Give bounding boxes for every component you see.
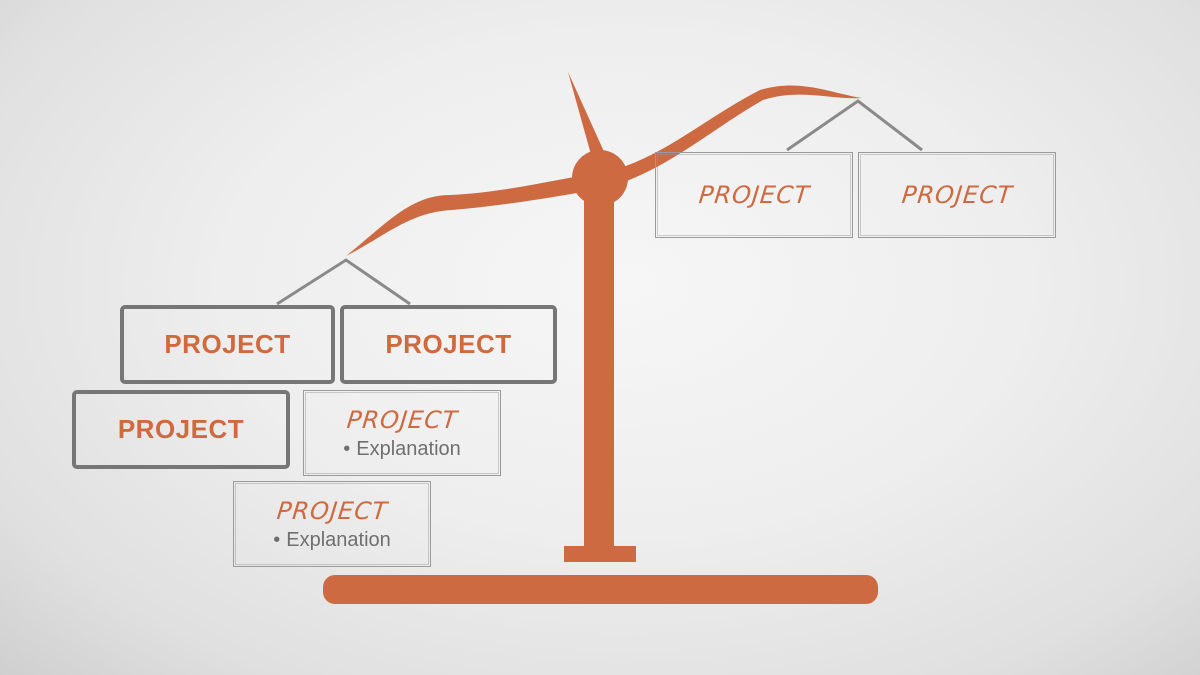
project-box-left-mid-2: PROJECT •Explanation [303,390,501,476]
scale-pointer [568,72,606,158]
right-hanger-strings [786,99,923,152]
project-box-right-1: PROJECT [655,152,853,238]
project-box-right-2: PROJECT [858,152,1056,238]
project-box-left-top-1: PROJECT [120,305,335,384]
project-label: PROJECT [345,405,459,434]
project-label: PROJECT [697,181,811,209]
scale-pillar-foot [564,546,636,562]
project-box-left-top-2: PROJECT [340,305,557,384]
project-label: PROJECT [900,181,1014,209]
project-label: PROJECT [117,414,245,444]
project-explanation: •Explanation [273,528,391,551]
scale-base [323,575,878,604]
project-label: PROJECT [164,329,291,359]
scale-pillar [584,185,614,555]
project-label: PROJECT [275,496,389,525]
project-box-left-mid-1: PROJECT [72,390,290,469]
left-hanger-strings [276,258,411,306]
project-label: PROJECT [385,329,512,359]
project-box-left-bottom: PROJECT •Explanation [233,481,431,567]
project-explanation: •Explanation [343,437,461,460]
